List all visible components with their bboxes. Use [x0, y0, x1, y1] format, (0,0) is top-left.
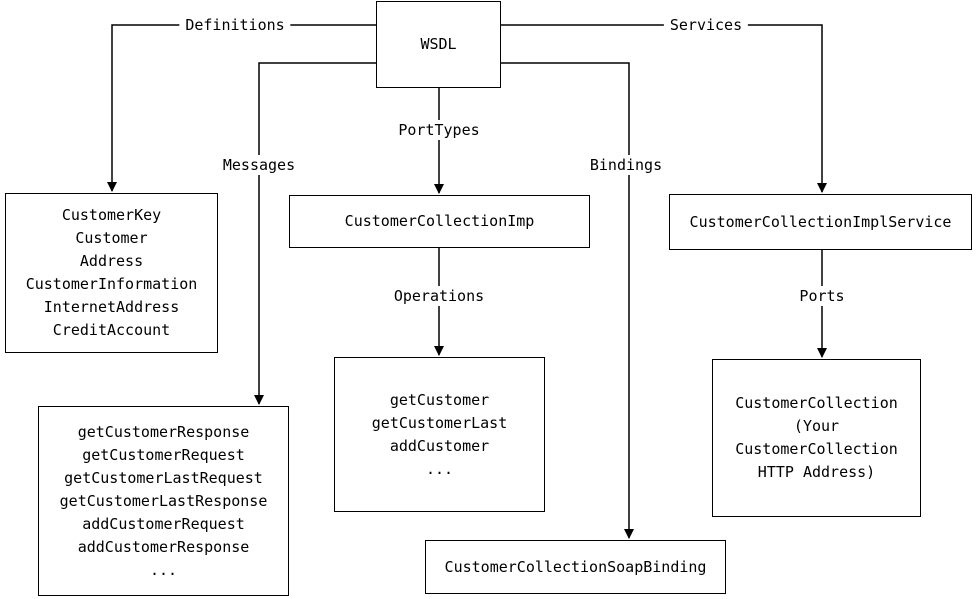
- message-item: addCustomerRequest: [82, 514, 245, 533]
- edge-label-services: Services: [663, 15, 749, 35]
- message-item: getCustomerResponse: [77, 422, 250, 441]
- operation-item: getCustomerLast: [371, 413, 508, 432]
- operations-node: getCustomer getCustomerLast addCustomer …: [334, 357, 545, 512]
- edge-label-definitions: Definitions: [179, 15, 291, 35]
- edge-bindings: [501, 62, 634, 539]
- edge-label-bindings: Bindings: [583, 155, 669, 175]
- porttype-node: CustomerCollectionImp: [289, 195, 590, 248]
- operation-item: ...: [425, 459, 454, 478]
- edge-messages: [254, 62, 376, 405]
- message-item: addCustomerResponse: [77, 537, 250, 556]
- binding-label: CustomerCollectionSoapBinding: [444, 557, 707, 576]
- ports-node: CustomerCollection (Your CustomerCollect…: [712, 359, 921, 517]
- definitions-item: CreditAccount: [52, 321, 171, 339]
- operation-item: getCustomer: [389, 390, 490, 409]
- operation-item: addCustomer: [389, 436, 490, 455]
- edge-services: [501, 24, 827, 193]
- port-item: (Your: [793, 417, 840, 435]
- messages-node: getCustomerResponse getCustomerRequest g…: [38, 406, 289, 596]
- wsdl-root-node: WSDL: [376, 1, 501, 88]
- message-item: ...: [149, 560, 178, 579]
- port-item: CustomerCollection: [735, 394, 898, 412]
- definitions-item: InternetAddress: [43, 298, 180, 316]
- binding-node: CustomerCollectionSoapBinding: [425, 540, 726, 594]
- wsdl-root-label: WSDL: [420, 35, 457, 53]
- definitions-item: CustomerInformation: [25, 275, 198, 293]
- service-node: CustomerCollectionImplService: [669, 194, 972, 250]
- edge-label-operations: Operations: [387, 286, 491, 306]
- definitions-item: Customer: [75, 229, 148, 247]
- message-item: getCustomerLastResponse: [59, 491, 268, 510]
- service-label: CustomerCollectionImplService: [689, 212, 952, 231]
- definitions-item: Address: [79, 252, 144, 270]
- port-item: CustomerCollection: [735, 440, 898, 458]
- edge-label-porttypes: PortTypes: [392, 120, 486, 140]
- porttype-label: CustomerCollectionImp: [344, 212, 535, 230]
- edge-label-messages: Messages: [216, 155, 302, 175]
- definitions-node: CustomerKey Customer Address CustomerInf…: [5, 193, 218, 353]
- message-item: getCustomerLastRequest: [64, 468, 263, 487]
- port-item: HTTP Address): [757, 463, 876, 481]
- definitions-item: CustomerKey: [61, 206, 162, 224]
- message-item: getCustomerRequest: [82, 445, 245, 464]
- edge-label-ports: Ports: [793, 286, 851, 306]
